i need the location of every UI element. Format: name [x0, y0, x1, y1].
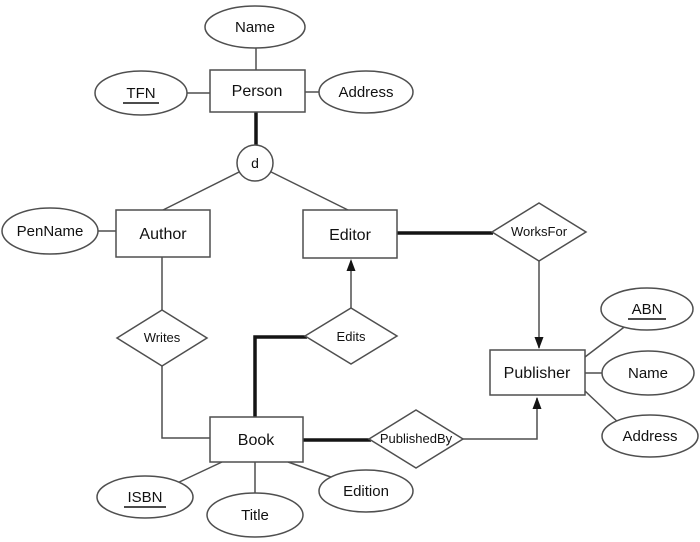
attribute-book-isbn-label: ISBN [127, 489, 162, 506]
entity-person-label: Person [232, 83, 283, 100]
attribute-person-name-label: Name [235, 19, 275, 36]
attribute-book-title-label: Title [241, 507, 269, 524]
entity-publisher [489, 349, 586, 396]
attribute-book-edition-label: Edition [343, 483, 389, 500]
relationship-publishedby-label: PublishedBy [380, 431, 453, 446]
entity-author-label: Author [139, 226, 187, 243]
relationship-writes-label: Writes [144, 330, 181, 345]
attribute-publisher-name-label: Name [628, 365, 668, 382]
entity-book [209, 416, 304, 463]
attribute-book-title [206, 492, 304, 538]
relationship-writes [115, 309, 209, 367]
attribute-publisher-address [601, 414, 699, 458]
attribute-person-tfn-label: TFN [126, 85, 155, 102]
specialization-d-circle [236, 144, 274, 182]
relationship-edits-label: Edits [337, 329, 366, 344]
entity-person [209, 69, 306, 113]
attribute-book-edition [318, 469, 414, 513]
edge-publisher-address [584, 390, 623, 427]
relationship-edits [303, 307, 399, 365]
edge-edits-book-bold [253, 335, 307, 418]
attribute-book-isbn [96, 475, 194, 519]
entity-book-label: Book [238, 432, 275, 449]
entity-editor-label: Editor [329, 227, 371, 244]
arrow-publishedby-to-publisher-icon [532, 397, 542, 409]
attribute-person-name [204, 5, 306, 49]
relationship-worksfor-label: WorksFor [511, 224, 568, 239]
attribute-person-tfn [94, 70, 188, 116]
attribute-publisher-abn [600, 287, 694, 331]
specialization-d-label: d [251, 155, 259, 171]
arrow-worksfor-to-publisher-icon [534, 337, 544, 349]
attribute-person-address-label: Address [338, 84, 393, 101]
entity-editor [302, 209, 398, 259]
attribute-publisher-abn-label: ABN [632, 301, 663, 318]
edge-writes-book [161, 365, 210, 439]
attribute-person-address [318, 70, 414, 114]
arrow-edits-to-editor-icon [346, 259, 356, 271]
entity-publisher-label: Publisher [504, 365, 571, 382]
entity-author [115, 209, 211, 258]
edge-publishedby-publisher [462, 398, 538, 440]
attribute-author-penname-label: PenName [17, 223, 84, 240]
relationship-publishedby [367, 409, 465, 469]
attribute-publisher-name [601, 350, 695, 396]
attribute-author-penname [1, 207, 99, 255]
relationship-worksfor [490, 202, 588, 262]
attribute-publisher-address-label: Address [622, 428, 677, 445]
